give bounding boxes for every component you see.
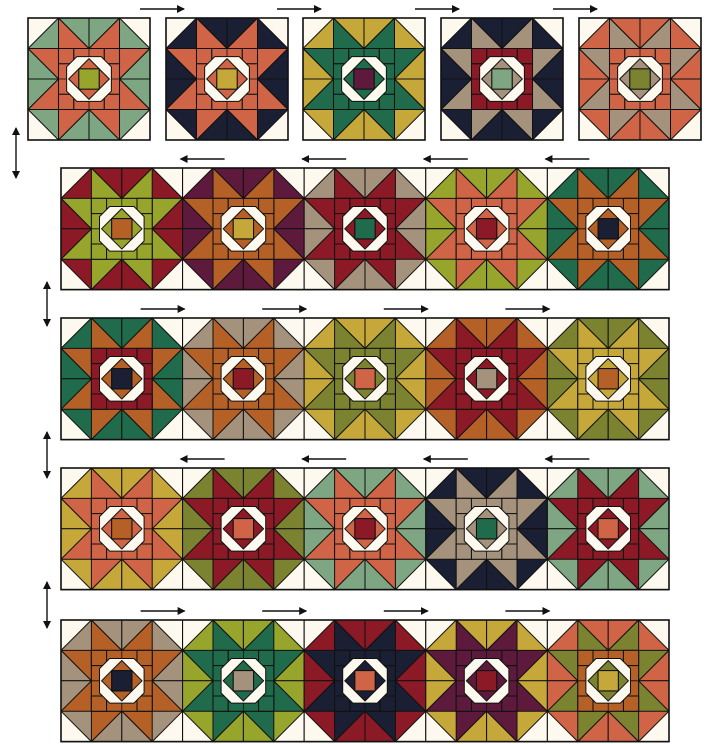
quilt-block-r2-c3 <box>304 168 426 290</box>
quilt-block-r3-c1 <box>61 318 183 440</box>
quilt-block-r4-c1 <box>61 468 183 590</box>
quilt-block-r2-c4 <box>426 168 548 290</box>
quilt-block-r2-c2 <box>183 168 305 290</box>
quilt-block-r1-c4 <box>441 18 563 140</box>
quilt-block-r1-c1 <box>28 18 150 140</box>
center-square <box>598 369 618 389</box>
center-square <box>476 519 496 539</box>
quilt-blocks <box>28 18 701 742</box>
quilt-block-r5-c3 <box>304 620 426 742</box>
quilt-block-r5-c1 <box>61 620 183 742</box>
quilt-block-r3-c3 <box>304 318 426 440</box>
center-square <box>598 519 618 539</box>
center-square <box>112 219 132 239</box>
quilt-row-5 <box>61 620 669 742</box>
quilt-block-r2-c1 <box>61 168 183 290</box>
center-square <box>492 69 512 89</box>
center-square <box>355 519 375 539</box>
center-square <box>598 671 618 691</box>
center-square <box>112 671 132 691</box>
quilt-block-r3-c4 <box>426 318 548 440</box>
center-square <box>112 369 132 389</box>
quilt-block-r4-c5 <box>547 468 669 590</box>
quilt-block-r1-c3 <box>303 18 425 140</box>
quilt-block-r5-c4 <box>426 620 548 742</box>
center-square <box>233 369 253 389</box>
center-square <box>476 671 496 691</box>
quilt-row-3 <box>61 318 669 440</box>
quilt-row-1 <box>28 18 701 140</box>
center-square <box>233 671 253 691</box>
quilt-block-r1-c5 <box>579 18 701 140</box>
center-square <box>355 369 375 389</box>
quilt-block-r4-c3 <box>304 468 426 590</box>
quilt-block-r2-c5 <box>547 168 669 290</box>
quilt-block-r5-c5 <box>547 620 669 742</box>
quilt-block-r4-c4 <box>426 468 548 590</box>
quilt-row-2 <box>61 168 669 290</box>
quilt-block-r5-c2 <box>183 620 305 742</box>
center-square <box>630 69 650 89</box>
quilt-row-4 <box>61 468 669 590</box>
center-square <box>355 671 375 691</box>
center-square <box>598 219 618 239</box>
center-square <box>112 519 132 539</box>
quilt-block-r3-c2 <box>183 318 305 440</box>
center-square <box>233 219 253 239</box>
center-square <box>355 219 375 239</box>
center-square <box>476 219 496 239</box>
center-square <box>354 69 374 89</box>
center-square <box>233 519 253 539</box>
quilt-block-r3-c5 <box>547 318 669 440</box>
center-square <box>217 69 237 89</box>
quilt-block-r4-c2 <box>183 468 305 590</box>
center-square <box>79 69 99 89</box>
center-square <box>476 369 496 389</box>
quilt-block-r1-c2 <box>166 18 288 140</box>
